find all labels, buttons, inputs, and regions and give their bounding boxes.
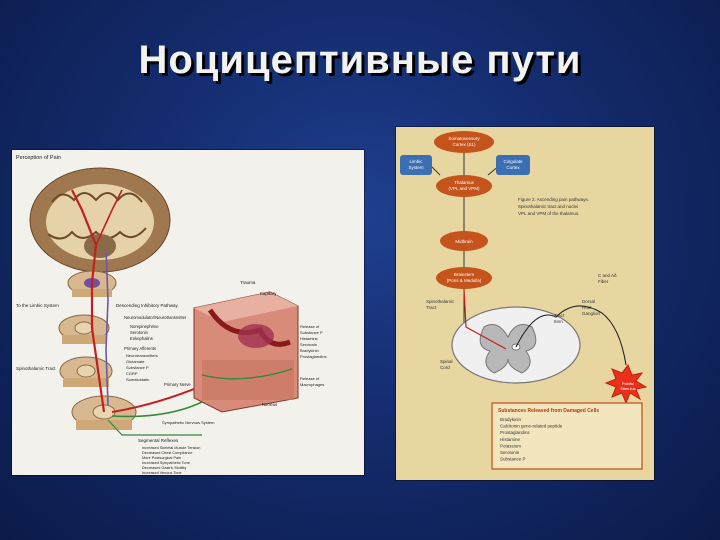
transmitter-line-3: Substance P <box>126 365 149 370</box>
transmitter-line-1: Neurotransmitters <box>126 353 158 358</box>
substances-heading: Substances Released from Damaged Cells <box>498 408 599 414</box>
transmitter-line-5: Somatostatin <box>126 377 149 382</box>
slide-title: Ноцицептивные пути <box>0 38 720 83</box>
neuro-line-1: Norepinephrine <box>130 324 159 329</box>
tissue-block-icon <box>194 292 298 412</box>
substance-item: Substance P <box>500 457 526 462</box>
substance-item: Prostaglandins <box>500 430 531 435</box>
label-primary-afferents: Primary Afferents <box>124 346 156 351</box>
neuro-line-2: Serotonin <box>130 330 149 335</box>
label-neuromodulators: Neuromodulator/Neurotransmitter <box>124 315 187 320</box>
substance-item: Serotonin <box>500 450 520 455</box>
neuro-line-3: Enkephalins <box>130 336 153 341</box>
substance-item: Histamine <box>500 437 521 442</box>
transmitter-line-2: Glutamate <box>126 359 145 364</box>
label-nucleus: Nucleus <box>262 402 277 407</box>
brain-section-icon <box>30 168 170 272</box>
label-limbic: To the Limbic System <box>16 303 59 308</box>
label-primary-nerve: Primary Nerve <box>164 382 191 387</box>
pain-perception-diagram: Perception of Pain To the Limbic System … <box>12 150 364 475</box>
spinal-section-lower-icon <box>60 357 112 387</box>
caption-perception: Perception of Pain <box>16 155 61 161</box>
label-descending: Descending Inhibitory Pathway <box>116 303 179 308</box>
substance-item: Calcitonin gene-related peptide <box>500 424 563 429</box>
substance-item: Potassium <box>500 443 521 448</box>
node-midbrain-label: Midbrain <box>455 239 473 244</box>
substance-item: Bradykinin <box>500 417 522 422</box>
label-segmental: Segmental Reflexes <box>138 438 179 443</box>
transmitter-line-4: CGRP <box>126 371 138 376</box>
label-capillary: Capillary <box>260 291 277 296</box>
label-spinothalamic: Spinothalamic Tract <box>16 366 56 371</box>
spinal-section-bottom-icon <box>72 396 136 430</box>
spinal-section-middle-icon <box>59 315 109 344</box>
pain-perception-illustration: Perception of Pain To the Limbic System … <box>12 150 364 475</box>
label-sympathetic: Sympathetic Nervous System <box>162 420 215 425</box>
label-trauma: Trauma <box>240 280 256 285</box>
